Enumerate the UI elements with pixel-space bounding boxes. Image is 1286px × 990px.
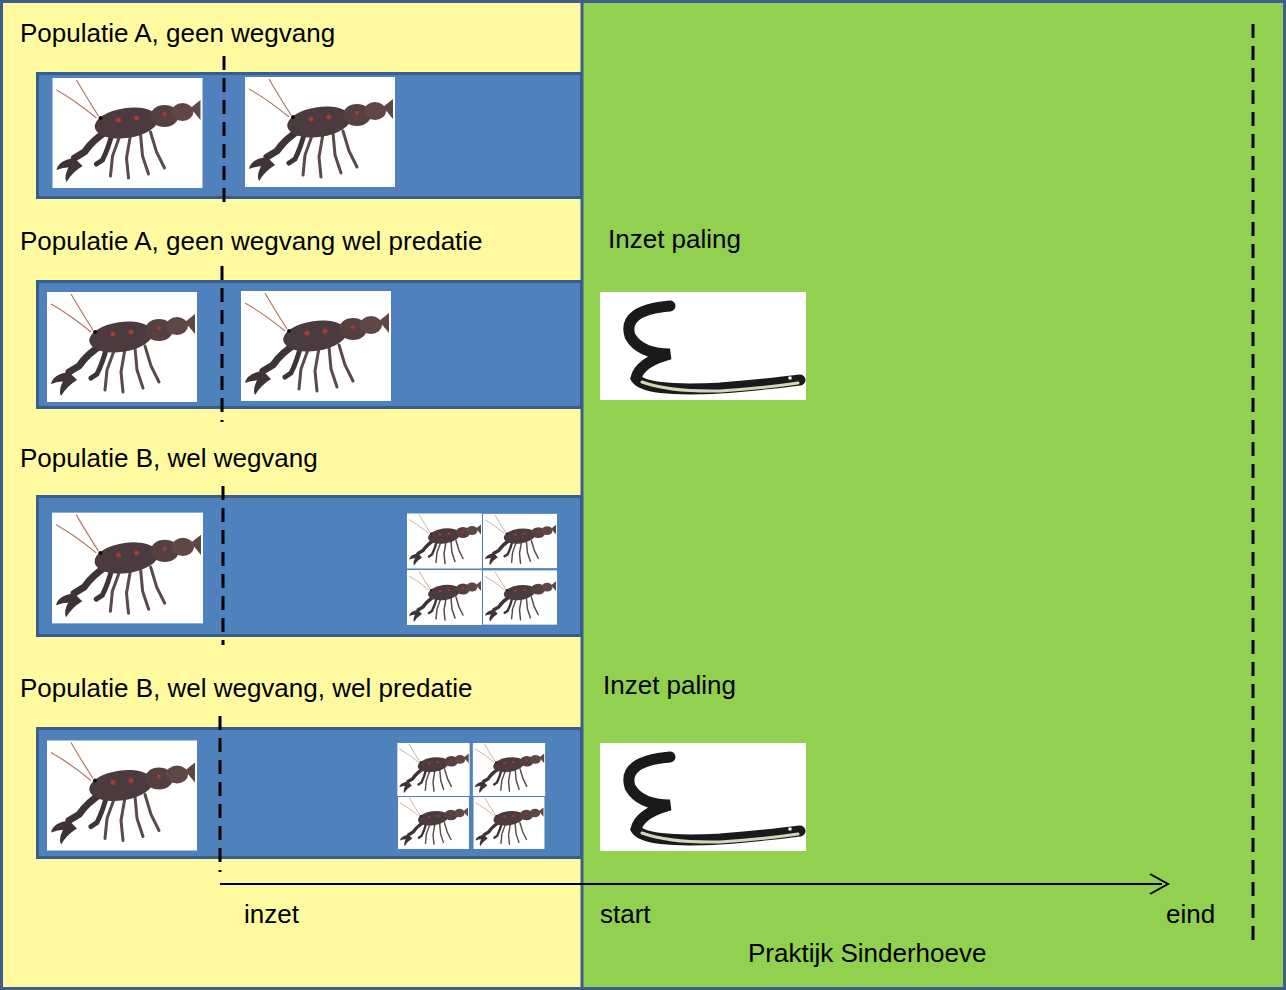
stocking-label: Inzet paling [608, 224, 741, 254]
timeline-label: eind [1166, 899, 1215, 929]
stocking-label: Inzet paling [603, 670, 736, 700]
population-bar: Populatie B, wel wegvang [18, 443, 582, 638]
population-bar: Populatie B, wel wegvang, wel predatie [18, 673, 582, 860]
population-bar: Populatie A, geen wegvang wel predatie [18, 226, 582, 410]
population-heading: Populatie A, geen wegvang [20, 18, 335, 48]
timeline-label: inzet [244, 899, 299, 929]
population-heading: Populatie B, wel wegvang, wel predatie [20, 673, 472, 703]
region-panel: Praktijk Sinderhoeve [584, 930, 1284, 988]
timeline-label: start [600, 899, 651, 929]
population-heading: Populatie A, geen wegvang wel predatie [20, 226, 483, 256]
region-label: Praktijk Sinderhoeve [748, 938, 986, 968]
population-bar: Populatie A, geen wegvang [18, 18, 582, 200]
population-heading: Populatie B, wel wegvang [20, 443, 318, 473]
